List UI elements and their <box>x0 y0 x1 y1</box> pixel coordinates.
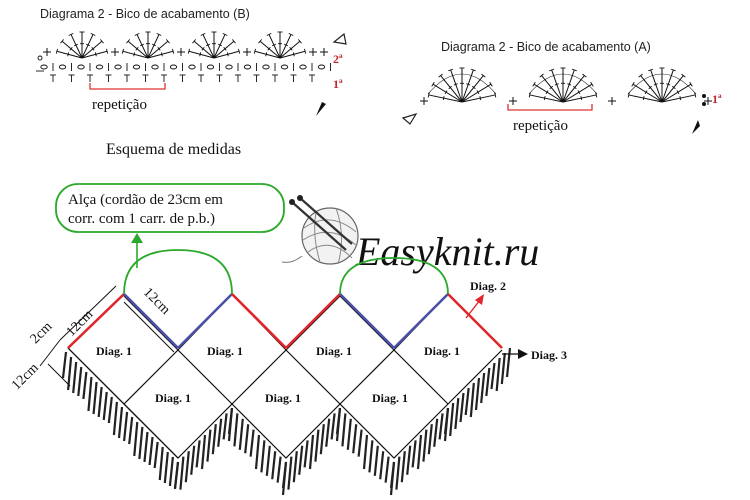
diagram-a-row-1: 1ª <box>712 92 722 106</box>
strap-callout-line-1: Alça (cordão de 23cm em <box>68 192 223 208</box>
diag-1-label: Diag. 1 <box>265 391 301 405</box>
diagram-a-chart <box>420 67 712 106</box>
dim-12cm-c: 12cm <box>9 361 42 394</box>
watermark: Easyknit.ru <box>355 229 539 274</box>
dim-12cm-b: 12cm <box>140 285 173 318</box>
dimension-lines <box>39 285 175 387</box>
shawl-schema: 12cm 12cm 2cm 12cm Diag. 1 Diag. 1 Diag.… <box>9 249 567 496</box>
fringe <box>61 347 512 496</box>
diag-1-label: Diag. 1 <box>316 344 352 358</box>
diagram-b: Diagrama 2 - Bico de acabamento (B) repe… <box>36 7 347 116</box>
diagram-b-repeat-label: repetição <box>92 97 147 113</box>
diag-3-label: Diag. 3 <box>531 348 567 362</box>
diagram-b-chart <box>36 31 331 82</box>
strap-callout-box <box>55 183 285 233</box>
diagram-a-start-arrow-icon <box>401 112 700 134</box>
diag-1-label: Diag. 1 <box>155 391 191 405</box>
diagram-b-row-2: 2ª <box>333 52 343 66</box>
diagram-b-row-1: 1ª <box>333 77 343 91</box>
diagram-a-repeat-bracket <box>507 104 593 111</box>
diag-1-label: Diag. 1 <box>424 344 460 358</box>
diag-2-label: Diag. 2 <box>470 279 506 293</box>
diag-1-label: Diag. 1 <box>372 391 408 405</box>
diagram-a-repeat-label: repetição <box>513 118 568 134</box>
diagram-b-repeat-bracket <box>89 83 166 90</box>
diag-1-label: Diag. 1 <box>207 344 243 358</box>
square-grid <box>67 293 503 459</box>
diag-1-label: Diag. 1 <box>96 344 132 358</box>
measures-title: Esquema de medidas <box>106 141 241 158</box>
strap-callout-line-2: corr. com 1 carr. de p.b.) <box>68 211 215 227</box>
yarn-ball-icon <box>281 195 359 265</box>
diag-labels: Diag. 1 Diag. 1 Diag. 1 Diag. 1 Diag. 1 … <box>96 344 460 405</box>
diagram-a-title: Diagrama 2 - Bico de acabamento (A) <box>441 40 651 54</box>
diagram-b-title: Diagrama 2 - Bico de acabamento (B) <box>40 7 250 21</box>
diagram-b-end-arrow-icon <box>316 32 347 116</box>
top-edges <box>67 293 503 349</box>
diagram-a: Diagrama 2 - Bico de acabamento (A) repe… <box>401 40 722 134</box>
strap-arcs <box>123 249 449 295</box>
strap-callout: Alça (cordão de 23cm em corr. com 1 carr… <box>55 183 285 268</box>
dim-2cm: 2cm <box>28 319 56 347</box>
